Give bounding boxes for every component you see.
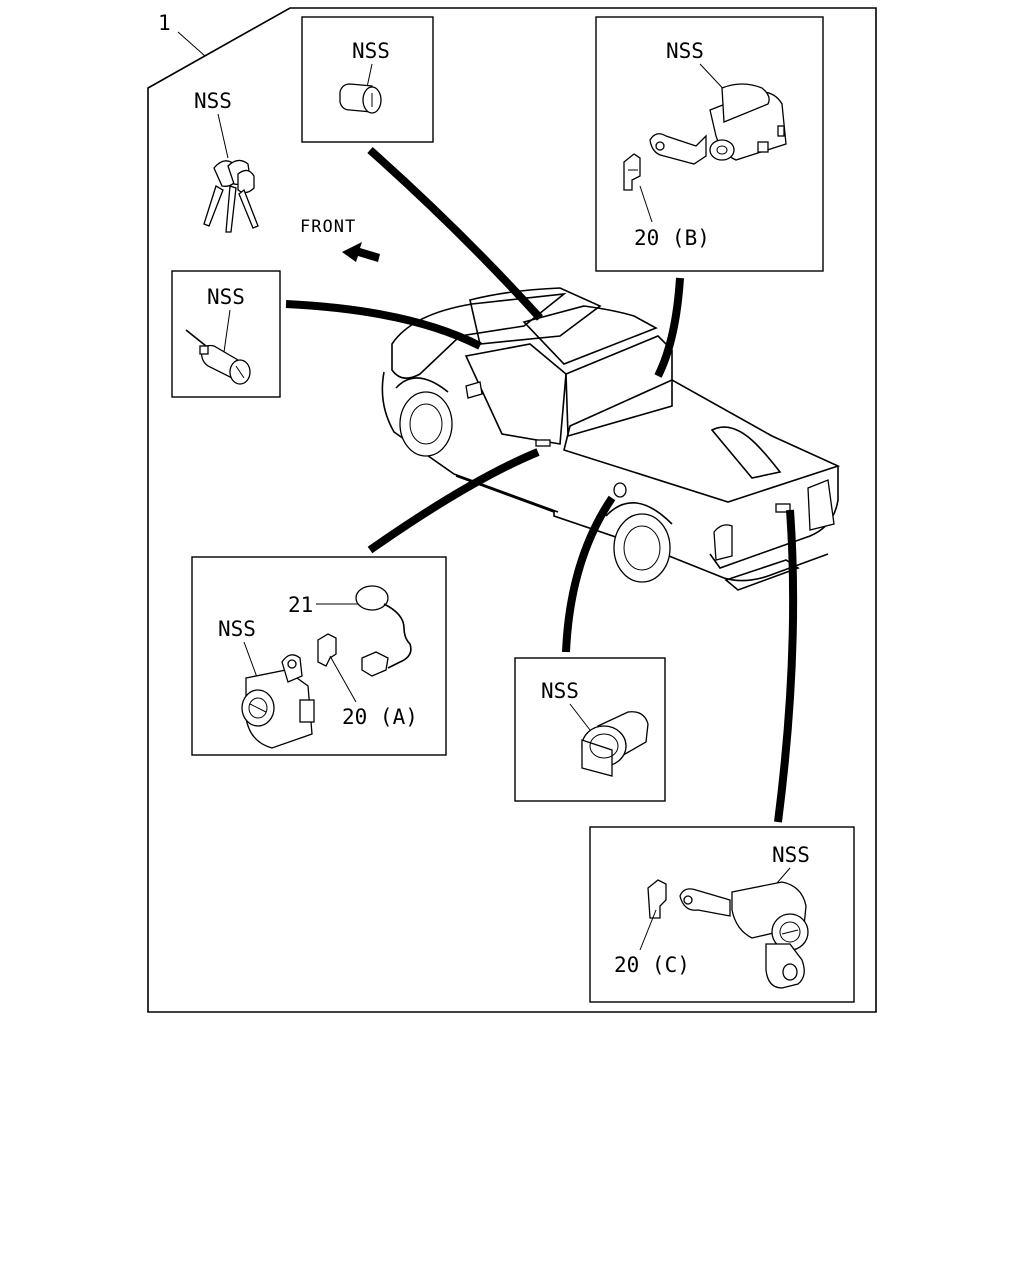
inset-rear-lock: NSS 20 (C) — [589, 826, 855, 1003]
leader-ignition — [285, 300, 482, 350]
glovebox-label: NSS — [352, 39, 390, 63]
tailgate-clip-label: 20 (B) — [634, 226, 710, 250]
rear-clip-label: 20 (C) — [614, 953, 690, 977]
inset-ignition-cylinder: NSS — [171, 270, 281, 398]
rear-lock-label: NSS — [772, 843, 810, 867]
leader-glovebox — [367, 147, 543, 321]
key-set: NSS — [194, 89, 259, 233]
keys-label: NSS — [194, 89, 232, 113]
door-cylinder-label: NSS — [218, 617, 256, 641]
door-clip-label: 20 (A) — [342, 705, 418, 729]
inset-fuel-lid-cylinder: NSS — [514, 657, 666, 802]
inset-door-cylinder: NSS 21 20 (A) — [191, 556, 447, 756]
front-arrow-icon — [342, 242, 380, 262]
assembly-leader — [177, 31, 206, 57]
front-indicator: FRONT — [300, 217, 380, 262]
inset-glovebox-cylinder: NSS — [301, 16, 434, 143]
ignition-label: NSS — [207, 285, 245, 309]
leader-tailgate-handle — [654, 277, 684, 378]
fuel-lid-label: NSS — [541, 679, 579, 703]
pickup-truck — [381, 287, 841, 591]
door-wire-label: 21 — [288, 593, 313, 617]
leader-fuel-lid — [562, 495, 616, 653]
tailgate-handle-label: NSS — [666, 39, 704, 63]
inset-tailgate-handle: NSS 20 (B) — [595, 16, 824, 272]
leader-door — [367, 448, 540, 554]
front-label: FRONT — [300, 217, 356, 237]
assembly-number: 1 — [158, 11, 171, 35]
assembly-frame — [147, 7, 877, 1013]
leader-rear-lock — [774, 509, 798, 823]
